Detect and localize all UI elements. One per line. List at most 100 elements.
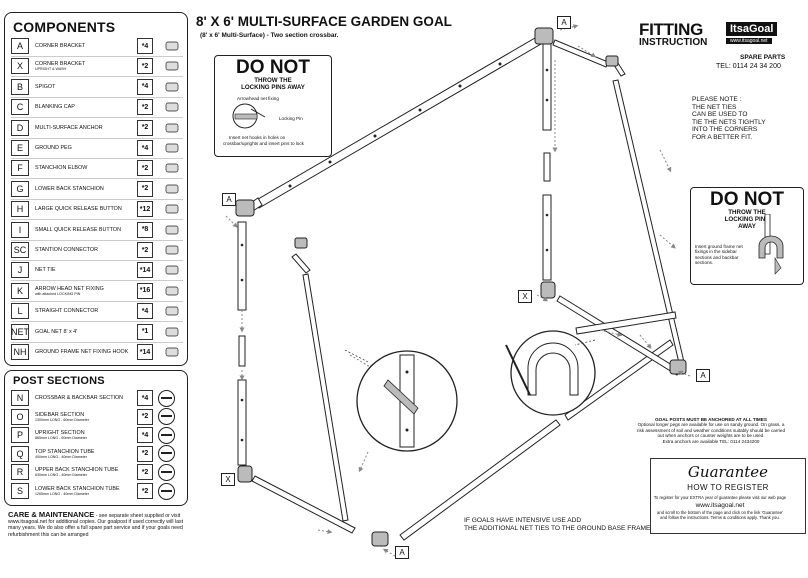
component-qty: *14 xyxy=(137,344,153,360)
do-not-sub1: THROW THE xyxy=(254,77,292,84)
post-sections-panel: POST SECTIONS N CROSSBAR & BACKBAR SECTIO… xyxy=(4,370,188,506)
component-name: MULTI-SURFACE ANCHOR xyxy=(35,125,135,131)
component-name: BLANKING CAP xyxy=(35,104,135,110)
component-name-text: NET TIE xyxy=(35,267,56,274)
row-divider xyxy=(11,219,183,221)
caption-line: sections. xyxy=(695,260,714,266)
component-name-text: GROUND FRAME NET FIXING HOOK xyxy=(35,349,129,355)
large-button-icon xyxy=(165,204,179,214)
corner-bracket-left xyxy=(235,199,255,217)
label-a-right: A xyxy=(696,369,710,382)
do-not2-sub2: LOCKING PINS xyxy=(724,216,770,223)
post-sections-title: POST SECTIONS xyxy=(13,375,105,387)
component-key: A xyxy=(11,38,29,54)
net-fixing-icon xyxy=(232,103,266,129)
upright-right-spigot xyxy=(543,152,551,182)
component-qty: *1 xyxy=(137,323,153,340)
upright-right-lower xyxy=(542,194,552,281)
row-divider xyxy=(11,137,183,139)
row-divider xyxy=(11,178,183,180)
component-key: SC xyxy=(11,242,29,258)
post-key: Q xyxy=(11,445,29,462)
component-name-text: BLANKING CAP xyxy=(35,104,75,111)
row-divider xyxy=(11,280,183,282)
corner-bracket-bottom xyxy=(371,531,389,547)
do-not-sub2: LOCKING PINS AWAY xyxy=(241,84,305,91)
logo-url: www.itsagoal.net xyxy=(726,38,772,44)
label-a-bottom: A xyxy=(395,546,409,559)
how-to-register: HOW TO REGISTER xyxy=(687,483,769,492)
components-title: COMPONENTS xyxy=(13,19,116,35)
label-x-left: X xyxy=(221,473,235,486)
post-key: P xyxy=(11,427,29,444)
corner-bracket-icon xyxy=(165,41,179,51)
do-not-caption1: Insert net hooks in holes on xyxy=(229,135,286,140)
spare-tel: TEL: 0114 24 34 200 xyxy=(716,63,781,70)
upright-left-spigot xyxy=(238,335,246,367)
anchor-title: GOAL POSTS MUST BE ANCHORED AT ALL TIMES xyxy=(655,417,767,422)
component-name-text: CORNER BRACKET xyxy=(35,61,86,68)
arrow-fixing-icon xyxy=(165,286,179,296)
component-qty: *2 xyxy=(137,99,153,116)
component-name: SPIGOT xyxy=(35,84,135,90)
component-name: GOAL NET 8' x 4' xyxy=(35,329,135,335)
fitting-heading: FITTING xyxy=(639,20,703,39)
post-sub: 400mm LONG - 40mm Diameter xyxy=(35,454,87,459)
anchor-line: Extra anchors are available TEL: 0114 24… xyxy=(662,438,760,444)
caption-line: Insert ground frame net xyxy=(695,244,743,249)
post-name-text: CROSSBAR & BACKBAR SECTION xyxy=(35,395,124,401)
component-name-text: STANTION CONNECTOR xyxy=(35,247,98,253)
post-qty: *4 xyxy=(137,390,153,406)
component-key: F xyxy=(11,160,29,177)
component-name: LOWER BACK STANCHION xyxy=(35,186,135,192)
intensive-line2: THE ADDITIONAL NET TIES TO THE GROUND BA… xyxy=(464,525,651,532)
upright-right-upper xyxy=(542,41,552,131)
hook-icon xyxy=(165,347,179,357)
intensive-use-note: IF GOALS HAVE INTENSIVE USE ADD THE ADDI… xyxy=(464,517,650,533)
small-button-icon xyxy=(165,225,179,234)
post-qty: *4 xyxy=(137,427,153,444)
post-key: N xyxy=(11,390,29,406)
elbow-left xyxy=(294,237,308,249)
component-key: D xyxy=(11,119,29,136)
component-name-text: GROUND PEG xyxy=(35,145,72,151)
component-key: C xyxy=(11,99,29,116)
care-title: CARE & MAINTENANCE xyxy=(8,510,95,519)
corner-bracket-upright-icon xyxy=(165,62,179,71)
component-name: STRAIGHT CONNECTOR xyxy=(35,308,135,314)
component-qty: *2 xyxy=(137,160,153,177)
component-qty: *14 xyxy=(137,262,153,279)
component-key: NH xyxy=(11,344,29,360)
post-sub: 630mm LONG - 40mm Diameter xyxy=(35,473,87,478)
corner-bracket-base-right xyxy=(540,281,556,299)
corner-bracket-top xyxy=(534,27,554,45)
blanking-cap-icon xyxy=(165,102,179,112)
detail-leaders xyxy=(344,339,596,363)
post-section-row: N CROSSBAR & BACKBAR SECTION *4 xyxy=(11,389,183,407)
component-name: SMALL QUICK RELEASE BUTTON xyxy=(35,227,135,233)
label-a-top: A xyxy=(557,16,571,29)
post-key: R xyxy=(11,464,29,481)
post-qty: *2 xyxy=(137,408,153,425)
elbow-right xyxy=(605,55,619,67)
note-line: TIE THE NETS TIGHTLY xyxy=(692,118,766,126)
component-sub: with attached LOCKING PIN xyxy=(35,291,81,296)
tube-section-icon xyxy=(158,482,175,500)
do-not2-title: DO NOT xyxy=(710,189,784,210)
row-divider xyxy=(11,341,183,343)
spare-parts: SPARE PARTS xyxy=(740,54,786,61)
component-name: STANTION CONNECTOR xyxy=(35,247,135,253)
component-row: NH GROUND FRAME NET FIXING HOOK *14 xyxy=(11,343,183,361)
guarantee-text: To register for your EXTRA year of guara… xyxy=(632,495,808,521)
